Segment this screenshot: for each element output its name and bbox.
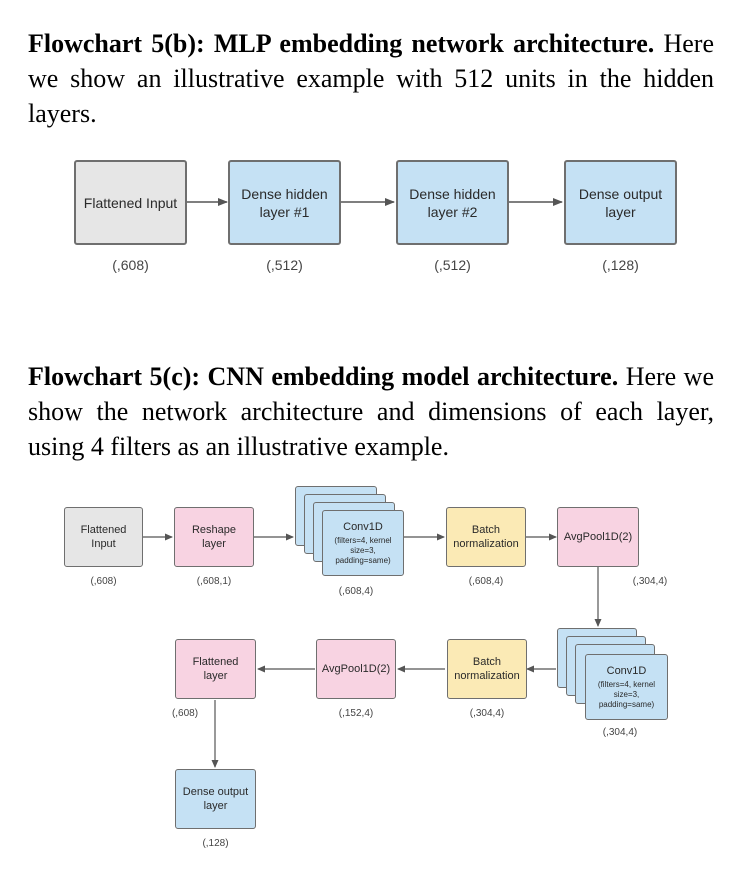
cnn-node-label: Reshape layer — [191, 524, 237, 550]
mlp-flowchart: Flattened Input (,608) Dense hidden laye… — [0, 150, 756, 285]
cnn-caption-text: Here we show the network architecture an… — [28, 362, 714, 461]
cnn-conv2-params: (filters=4, kernel size=3, padding=same) — [597, 679, 656, 709]
mlp-dim-dense-hidden-1: (,512) — [266, 257, 303, 273]
cnn-dim-conv1: (,608,4) — [338, 586, 374, 597]
cnn-node-label: Batch normalization — [453, 524, 519, 550]
cnn-dim-conv2: (,304,4) — [602, 727, 638, 738]
cnn-dim-batchnorm2: (,304,4) — [469, 708, 505, 719]
cnn-node-dense-output: Dense output layer — [175, 769, 256, 829]
mlp-caption-text: Here we show an illustrative example wit… — [28, 29, 715, 128]
mlp-caption-title: Flowchart 5(b): MLP embedding network ar… — [28, 29, 655, 58]
mlp-node-dense-hidden-2: Dense hidden layer #2 — [396, 160, 509, 245]
mlp-node-label: Dense output layer — [578, 185, 663, 220]
cnn-node-label: Batch normalization — [454, 656, 520, 682]
cnn-node-label: AvgPool1D(2) — [321, 663, 391, 675]
cnn-node-label: AvgPool1D(2) — [563, 531, 633, 543]
cnn-node-batchnorm1: Batch normalization — [446, 507, 526, 567]
cnn-node-conv2: Conv1D (filters=4, kernel size=3, paddin… — [585, 654, 668, 720]
cnn-conv1-params: (filters=4, kernel size=3, padding=same) — [334, 535, 392, 565]
cnn-flowchart: Flattened Input (,608) Reshape layer (,6… — [0, 480, 756, 860]
cnn-node-avgpool2: AvgPool1D(2) — [316, 639, 396, 699]
cnn-node-label: Dense output layer — [182, 786, 249, 812]
cnn-arrows — [143, 533, 602, 768]
cnn-node-label: Flattened Input — [80, 524, 127, 550]
mlp-dim-dense-output: (,128) — [602, 257, 639, 273]
mlp-node-flattened-input: Flattened Input — [74, 160, 187, 245]
cnn-node-flattened-layer: Flattened layer — [175, 639, 256, 699]
cnn-node-avgpool1: AvgPool1D(2) — [557, 507, 639, 567]
cnn-node-reshape: Reshape layer — [174, 507, 254, 567]
cnn-dim-reshape: (,608,1) — [196, 576, 232, 587]
mlp-dim-dense-hidden-2: (,512) — [434, 257, 471, 273]
cnn-dim-dense-output: (,128) — [202, 838, 229, 849]
mlp-node-dense-output: Dense output layer — [564, 160, 677, 245]
mlp-node-label: Dense hidden layer #1 — [241, 185, 328, 220]
cnn-dim-batchnorm1: (,608,4) — [468, 576, 504, 587]
cnn-dim-flattened-input: (,608) — [90, 576, 117, 587]
mlp-caption: Flowchart 5(b): MLP embedding network ar… — [28, 26, 714, 131]
mlp-arrows — [187, 198, 563, 206]
cnn-node-batchnorm2: Batch normalization — [447, 639, 527, 699]
cnn-dim-flattened-layer: (,608) — [171, 708, 199, 719]
cnn-node-conv1: Conv1D (filters=4, kernel size=3, paddin… — [322, 510, 404, 576]
cnn-caption-title: Flowchart 5(c): CNN embedding model arch… — [28, 362, 619, 391]
cnn-dim-avgpool2: (,152,4) — [338, 708, 374, 719]
cnn-caption: Flowchart 5(c): CNN embedding model arch… — [28, 359, 714, 464]
cnn-node-label: Flattened layer — [192, 656, 239, 682]
cnn-dim-avgpool1: (,304,4) — [632, 576, 668, 587]
mlp-node-label: Flattened Input — [83, 194, 178, 211]
cnn-conv1-title: Conv1D — [343, 520, 383, 533]
mlp-node-label: Dense hidden layer #2 — [409, 185, 496, 220]
cnn-conv2-title: Conv1D — [606, 664, 647, 677]
cnn-node-flattened-input: Flattened Input — [64, 507, 143, 567]
mlp-node-dense-hidden-1: Dense hidden layer #1 — [228, 160, 341, 245]
mlp-dim-flattened-input: (,608) — [112, 257, 149, 273]
